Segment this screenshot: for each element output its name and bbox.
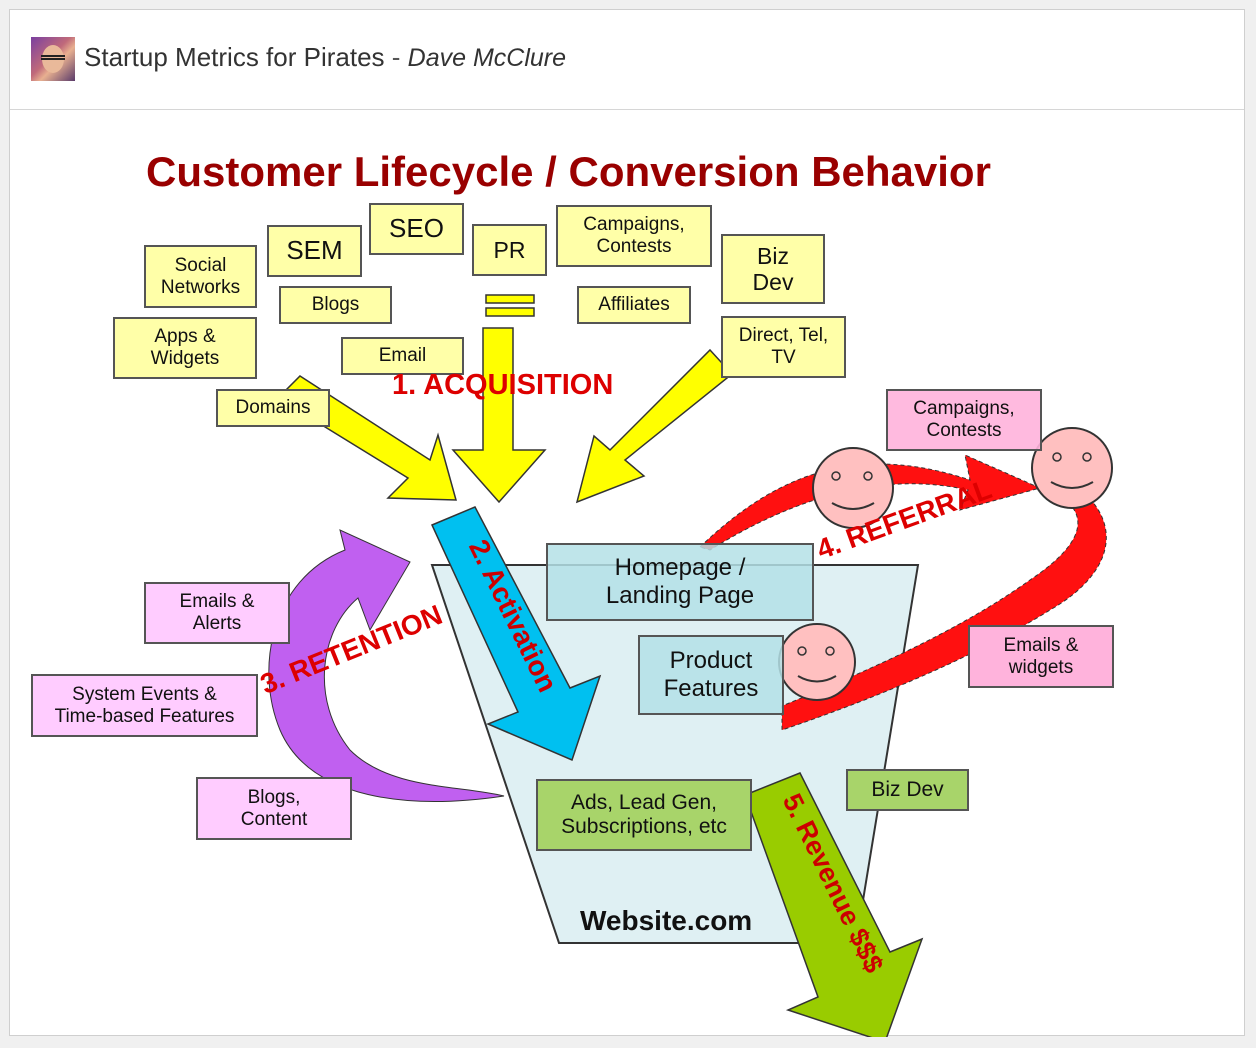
channel-social-networks: Social Networks	[144, 245, 257, 308]
channel-domains: Domains	[216, 389, 330, 427]
post-title-text: Startup Metrics for Pirates	[84, 42, 385, 72]
website-name: Website.com	[580, 905, 753, 936]
post-header: Startup Metrics for Pirates - Dave McClu…	[10, 10, 1244, 110]
diagram-graphics	[268, 294, 1113, 1037]
channel-seo: SEO	[369, 203, 464, 255]
website-homepage: Homepage / Landing Page	[546, 543, 814, 621]
diagram-heading: Customer Lifecycle / Conversion Behavior	[146, 148, 991, 195]
smiley-face-3	[778, 623, 856, 701]
title-separator: -	[384, 42, 408, 72]
channel-direct-tel-tv: Direct, Tel, TV	[721, 316, 846, 378]
retention-system-events: System Events & Time-based Features	[31, 674, 258, 737]
channel-pr: PR	[472, 224, 547, 276]
revenue-arrow	[744, 772, 924, 1037]
retention-emails-alerts: Emails & Alerts	[144, 582, 290, 644]
activation-arrow	[430, 506, 602, 762]
acquisition-tail-1	[485, 294, 535, 304]
smiley-face-1	[812, 447, 894, 529]
person-avatar-icon[interactable]	[31, 37, 75, 81]
referral-emails-widgets: Emails & widgets	[968, 625, 1114, 688]
acquisition-arrow-right	[575, 348, 734, 504]
post-author: Dave McClure	[407, 44, 567, 72]
channel-campaigns: Campaigns, Contests	[556, 205, 712, 267]
avatar-glasses	[41, 55, 65, 60]
lifecycle-diagram: Customer Lifecycle / Conversion Behavior…	[10, 110, 1246, 1037]
channel-blogs: Blogs	[279, 286, 392, 324]
channel-affiliates: Affiliates	[577, 286, 691, 324]
website-ads-lead-gen: Ads, Lead Gen, Subscriptions, etc	[536, 779, 752, 851]
acquisition-tail-2	[485, 307, 535, 317]
retention-blogs-content: Blogs, Content	[196, 777, 352, 840]
channel-biz-dev: Biz Dev	[721, 234, 825, 304]
smiley-face-2	[1031, 427, 1113, 509]
channel-apps-widgets: Apps & Widgets	[113, 317, 257, 379]
referral-campaigns: Campaigns, Contests	[886, 389, 1042, 451]
channel-sem: SEM	[267, 225, 362, 277]
stage-acquisition: 1. ACQUISITION	[392, 369, 614, 401]
revenue-biz-dev: Biz Dev	[846, 769, 969, 811]
post-title[interactable]: Startup Metrics for Pirates - Dave McClu…	[84, 42, 566, 73]
channel-email: Email	[341, 337, 464, 375]
acquisition-arrow-center	[451, 327, 547, 504]
post-card: Startup Metrics for Pirates - Dave McClu…	[9, 9, 1246, 1037]
website-product-features: Product Features	[638, 635, 784, 715]
